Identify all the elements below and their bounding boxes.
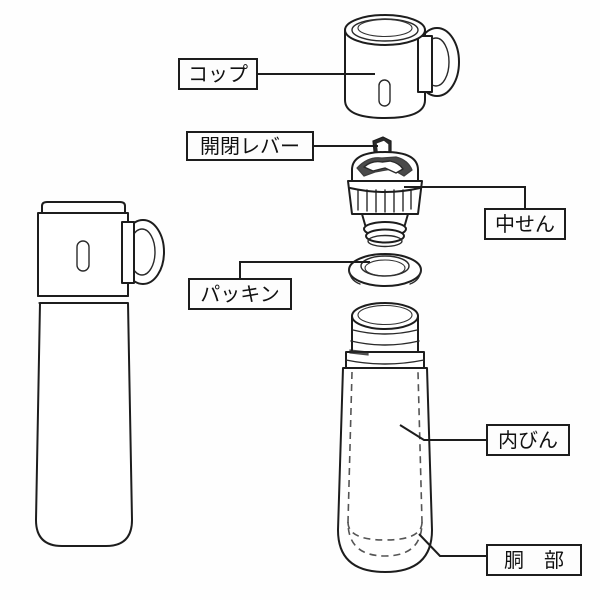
label-cup: コップ — [178, 58, 258, 90]
packing-part — [348, 253, 422, 287]
cup-part — [344, 14, 460, 119]
leader-lines — [239, 73, 526, 557]
knurl-ribs — [357, 189, 412, 213]
leader-packing — [239, 261, 370, 278]
assembled-flask — [35, 201, 165, 547]
leader-body — [418, 533, 486, 557]
body-part — [337, 302, 433, 573]
leader-stopper — [404, 186, 526, 208]
label-stopper: 中せん — [484, 208, 566, 240]
label-open-close-lever: 開閉レバー — [186, 131, 314, 161]
label-body: 胴 部 — [486, 544, 582, 576]
label-packing: パッキン — [188, 278, 292, 310]
inner-bottle-part — [347, 371, 423, 557]
label-inner-bottle: 内びん — [486, 424, 570, 456]
stopper-part — [347, 136, 423, 248]
leader-inner-bottle — [399, 424, 486, 441]
